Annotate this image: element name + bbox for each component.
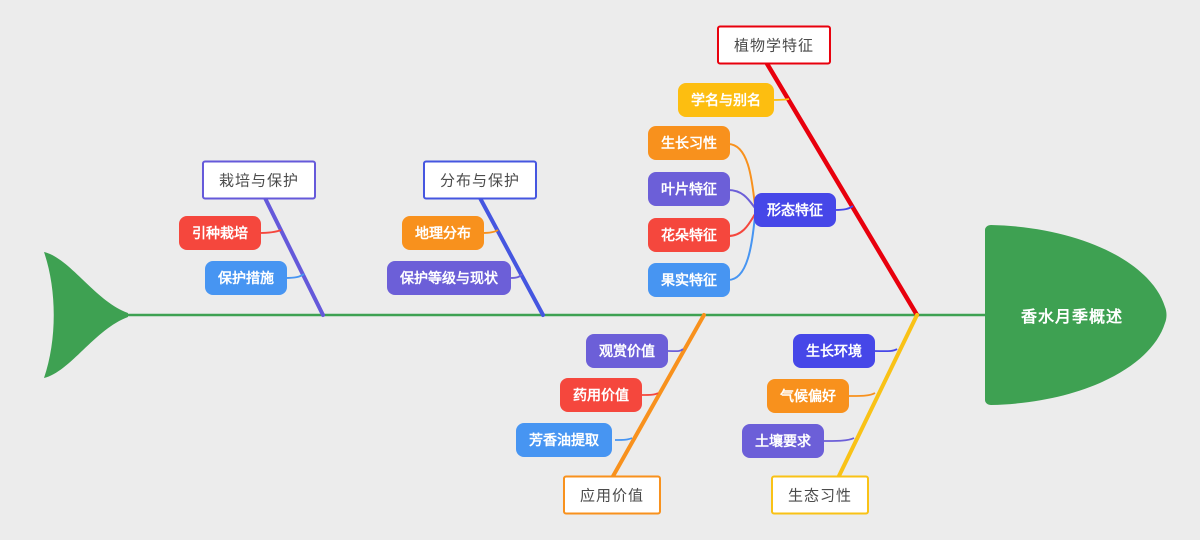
category-ecological-habit[interactable]: 生态习性 bbox=[770, 475, 870, 515]
bone-distribution-protection bbox=[478, 196, 545, 317]
connector-xingtaitezheng bbox=[834, 205, 854, 211]
connector-shengzhangxixing bbox=[727, 143, 756, 207]
connector-guanshangjiazhi bbox=[667, 348, 684, 353]
bone-cultivation-protection bbox=[263, 196, 325, 317]
node-xueming-bieming[interactable]: 学名与别名 bbox=[678, 83, 774, 117]
category-distribution-protection[interactable]: 分布与保护 bbox=[422, 160, 538, 200]
connector-turangyaoqiu bbox=[822, 437, 855, 442]
connector-guoshitezheng bbox=[727, 215, 756, 281]
connector-dilifenbu bbox=[481, 229, 499, 234]
fish-tail bbox=[44, 252, 128, 378]
bone-application-value bbox=[610, 313, 706, 480]
node-guanshangjiazhi[interactable]: 观赏价值 bbox=[586, 334, 668, 368]
node-turangyaoqiu[interactable]: 土壤要求 bbox=[742, 424, 824, 458]
node-xingtaitezheng[interactable]: 形态特征 bbox=[754, 193, 836, 227]
connector-yaoyongjiazhi bbox=[640, 392, 659, 396]
connector-baohudengji bbox=[509, 273, 523, 279]
bone-botanical-features bbox=[763, 59, 920, 318]
fish-head-label[interactable]: 香水月季概述 bbox=[1020, 309, 1124, 326]
node-qihoupianhao[interactable]: 气候偏好 bbox=[767, 379, 849, 413]
node-yinzhongzaipei[interactable]: 引种栽培 bbox=[179, 216, 261, 250]
connector-fangxiangyou bbox=[614, 437, 633, 441]
connector-baohucuoshi bbox=[284, 273, 305, 279]
connector-huaduotezheng bbox=[727, 213, 756, 237]
node-yaoyongjiazhi[interactable]: 药用价值 bbox=[560, 378, 642, 412]
category-cultivation-protection[interactable]: 栽培与保护 bbox=[201, 160, 317, 200]
node-dilifenbu[interactable]: 地理分布 bbox=[402, 216, 484, 250]
connector-qihoupianhao bbox=[847, 392, 876, 397]
node-baohudengji[interactable]: 保护等级与现状 bbox=[387, 261, 511, 295]
category-botanical-features[interactable]: 植物学特征 bbox=[716, 25, 832, 65]
node-shengzhanghuanjing[interactable]: 生长环境 bbox=[793, 334, 875, 368]
node-baohucuoshi[interactable]: 保护措施 bbox=[205, 261, 287, 295]
connector-yepiantezheng bbox=[727, 189, 756, 209]
fish-head bbox=[985, 225, 1167, 405]
node-fangxiangyoutiqu[interactable]: 芳香油提取 bbox=[516, 423, 612, 457]
node-yepiantezheng[interactable]: 叶片特征 bbox=[648, 172, 730, 206]
connector-shengzhanghuanjing bbox=[872, 348, 898, 353]
node-huaduotezheng[interactable]: 花朵特征 bbox=[648, 218, 730, 252]
bone-ecological-habit bbox=[836, 313, 919, 480]
category-application-value[interactable]: 应用价值 bbox=[562, 475, 662, 515]
node-shengzhangxixing[interactable]: 生长习性 bbox=[648, 126, 730, 160]
connector-yinzhongzaipei bbox=[258, 229, 282, 234]
node-guoshitezheng[interactable]: 果实特征 bbox=[648, 263, 730, 297]
